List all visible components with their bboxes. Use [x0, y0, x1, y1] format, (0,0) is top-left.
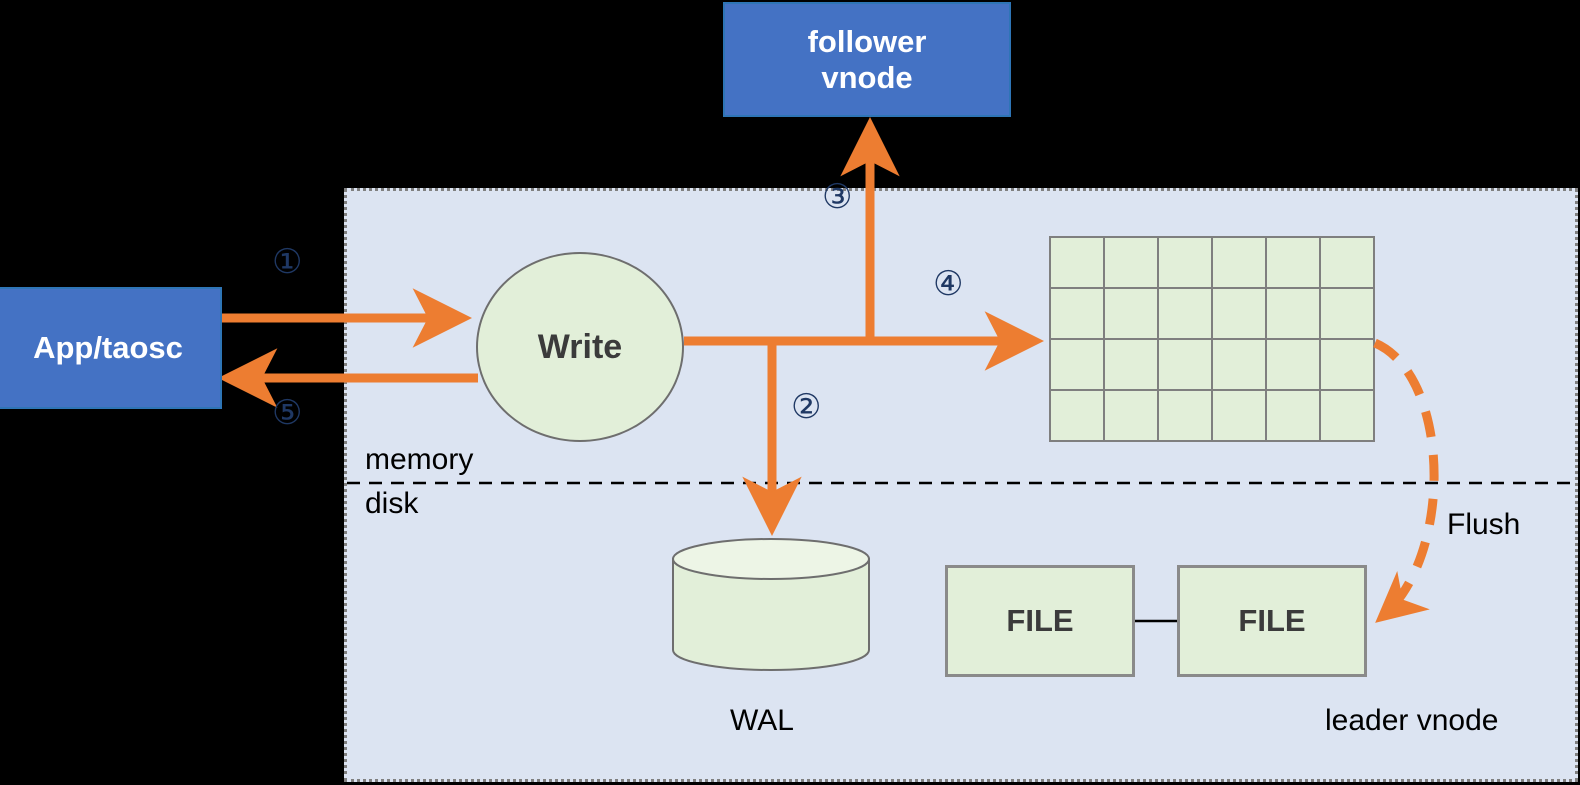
file-box-1: FILE	[945, 565, 1135, 677]
memtable-cell	[1321, 391, 1373, 440]
memtable-cell	[1213, 289, 1265, 338]
memtable-cell	[1159, 340, 1211, 389]
memtable-cell	[1105, 340, 1157, 389]
file-box-2: FILE	[1177, 565, 1367, 677]
follower-vnode-label: follower vnode	[808, 24, 927, 95]
memtable-grid	[1049, 236, 1375, 442]
wal-cylinder	[672, 538, 870, 671]
follower-vnode-box: follower vnode	[723, 2, 1011, 117]
memtable-cell	[1051, 238, 1103, 287]
app-taosc-label: App/taosc	[33, 330, 183, 366]
memtable-cell	[1267, 238, 1319, 287]
memtable-cell	[1051, 391, 1103, 440]
memtable-cell	[1213, 340, 1265, 389]
write-node: Write	[476, 252, 684, 442]
memtable-cell	[1159, 391, 1211, 440]
memtable-cell	[1213, 238, 1265, 287]
memtable-cell	[1051, 340, 1103, 389]
memtable-cell	[1105, 289, 1157, 338]
memtable-cell	[1321, 289, 1373, 338]
write-node-label: Write	[537, 327, 623, 366]
memtable-cell	[1105, 238, 1157, 287]
follower-vnode-label-line1: follower	[807, 23, 927, 59]
memtable-cell	[1159, 289, 1211, 338]
arrow-flush	[1373, 338, 1439, 623]
memtable-cell	[1321, 340, 1373, 389]
memtable-cell	[1213, 391, 1265, 440]
app-taosc-box: App/taosc	[0, 287, 222, 409]
memtable-cell	[1051, 289, 1103, 338]
memtable-cell	[1105, 391, 1157, 440]
memtable-cell	[1267, 391, 1319, 440]
memtable-cell	[1321, 238, 1373, 287]
memtable-cell	[1267, 289, 1319, 338]
follower-vnode-label-line2: vnode	[821, 59, 913, 95]
memtable-cell	[1159, 238, 1211, 287]
memtable-cell	[1267, 340, 1319, 389]
